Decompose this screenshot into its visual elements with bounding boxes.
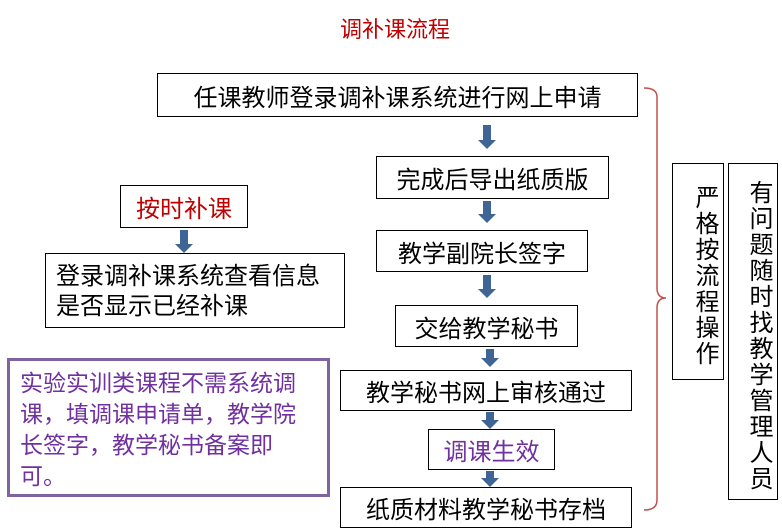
lab-course-note: 实验实训类课程不需系统调课，填调课申请单，教学院长签字，教学秘书备案即可。 <box>7 358 330 497</box>
makeup-detail: 登录调补课系统查看信息是否显示已经补课 <box>45 253 345 328</box>
step-submit-secretary: 交给教学秘书 <box>395 305 578 347</box>
makeup-label: 按时补课 <box>120 185 248 228</box>
step-vice-dean-sign: 教学副院长签字 <box>376 230 588 272</box>
step-apply-online: 任课教师登录调补课系统进行网上申请 <box>157 73 638 117</box>
step-effective: 调课生效 <box>428 429 555 470</box>
step-archive: 纸质材料教学秘书存档 <box>340 487 632 528</box>
bracket <box>643 87 667 511</box>
note-contact-admin: 有问题随时找教学管理人员 <box>728 163 778 500</box>
diagram-title: 调补课流程 <box>339 18 450 43</box>
note-follow-process: 严格按流程操作 <box>672 163 724 380</box>
step-secretary-approve: 教学秘书网上审核通过 <box>340 370 632 411</box>
step-export-paper: 完成后导出纸质版 <box>376 156 609 199</box>
